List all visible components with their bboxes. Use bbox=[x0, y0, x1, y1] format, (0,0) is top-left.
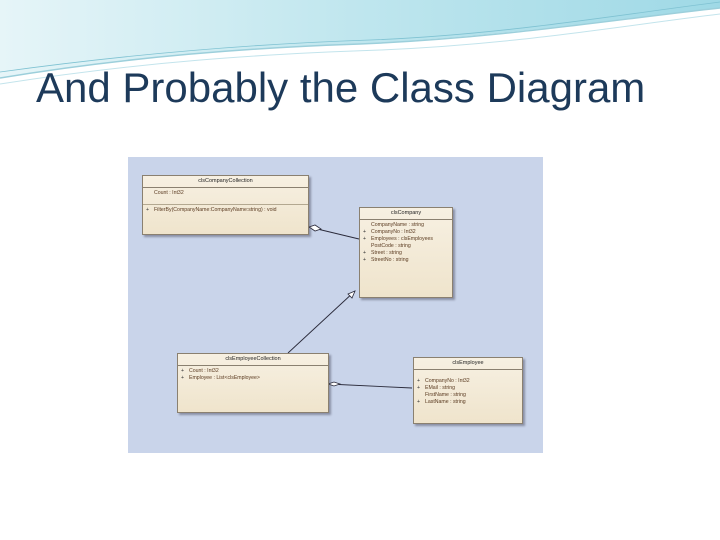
attribute-row: Count : Int32 bbox=[154, 190, 184, 196]
association-company-collection-company bbox=[308, 224, 360, 240]
attribute-row: +Employees : clsEmployees bbox=[363, 236, 433, 242]
attribute-row: +CompanyNo : Int32 bbox=[363, 229, 416, 235]
attribute-row: +Employee : List<clsEmployee> bbox=[181, 375, 260, 381]
attributes-section: +CompanyNo : Int32 +EMail : string First… bbox=[414, 370, 522, 408]
attribute-row: FirstName : string bbox=[425, 392, 466, 398]
attribute-row: +CompanyNo : Int32 bbox=[417, 378, 470, 384]
attribute-row: +StreetNo : string bbox=[363, 257, 409, 263]
attributes-section: Count : Int32 bbox=[143, 188, 308, 205]
slide-title: And Probably the Class Diagram bbox=[36, 64, 646, 111]
class-name: clsEmployee bbox=[414, 358, 522, 370]
class-company[interactable]: clsCompany CompanyName : string +Company… bbox=[359, 207, 453, 298]
relationship-lines bbox=[287, 224, 413, 389]
attribute-row: +EMail : string bbox=[417, 385, 455, 391]
attributes-section: +Count : Int32 +Employee : List<clsEmplo… bbox=[178, 366, 328, 384]
attribute-row: +Count : Int32 bbox=[181, 368, 219, 374]
association-employee-collection-employee bbox=[326, 381, 413, 389]
class-name: clsEmployeeCollection bbox=[178, 354, 328, 366]
operations-section: +FilterBy(CompanyName:CompanyName:string… bbox=[143, 205, 308, 216]
class-employee-collection[interactable]: clsEmployeeCollection +Count : Int32 +Em… bbox=[177, 353, 329, 413]
attribute-row: +Street : string bbox=[363, 250, 402, 256]
header-swoosh bbox=[0, 0, 720, 85]
association-employee-collection-company bbox=[287, 290, 356, 354]
class-name: clsCompany bbox=[360, 208, 452, 220]
class-company-collection[interactable]: clsCompanyCollection Count : Int32 +Filt… bbox=[142, 175, 309, 235]
attributes-section: CompanyName : string +CompanyNo : Int32 … bbox=[360, 220, 452, 266]
class-name: clsCompanyCollection bbox=[143, 176, 308, 188]
attribute-row: PostCode : string bbox=[371, 243, 411, 249]
operation-row: +FilterBy(CompanyName:CompanyName:string… bbox=[146, 207, 277, 213]
attribute-row: CompanyName : string bbox=[371, 222, 425, 228]
attribute-row: +LastName : string bbox=[417, 399, 466, 405]
class-employee[interactable]: clsEmployee +CompanyNo : Int32 +EMail : … bbox=[413, 357, 523, 424]
